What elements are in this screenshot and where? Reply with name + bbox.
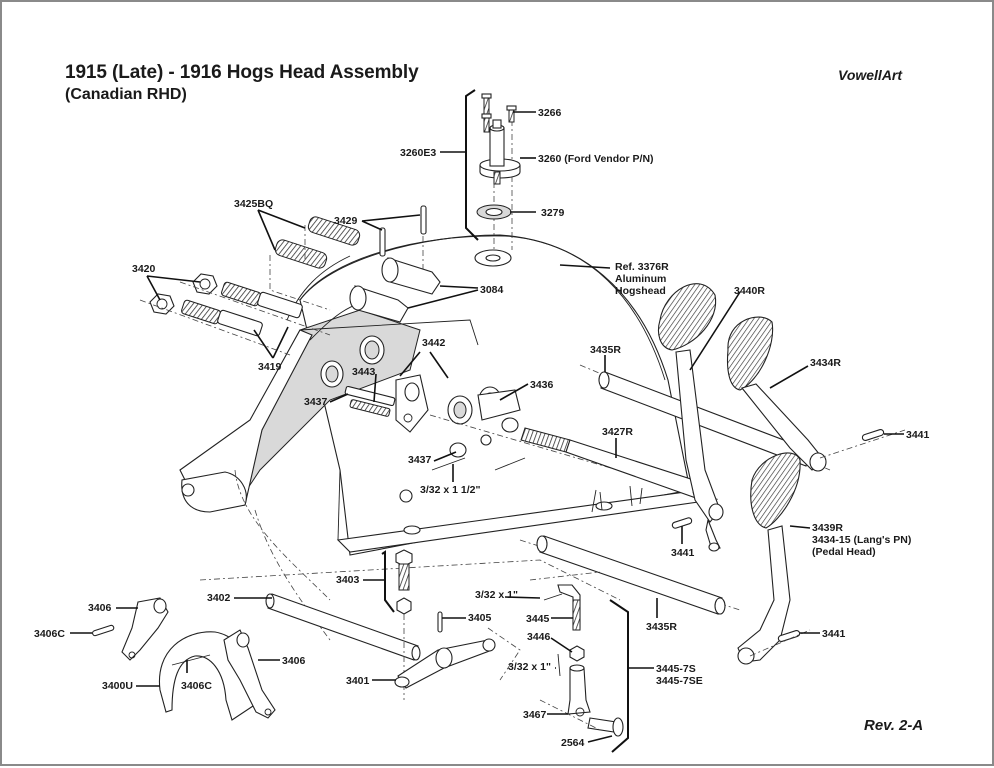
diagram-title: 1915 (Late) - 1916 Hogs Head Assembly xyxy=(65,62,419,83)
label-3445-7S: 3445-7S xyxy=(656,663,696,675)
part-3440R-pedal xyxy=(657,283,724,552)
label-3434R: 3434R xyxy=(810,357,841,369)
part-cotter-pins xyxy=(431,457,526,471)
part-2564-clevis-pin xyxy=(587,717,624,737)
part-cotter-3-32x1 xyxy=(529,571,601,731)
label-3401: 3401 xyxy=(346,675,370,687)
diagram-subtitle: (Canadian RHD) xyxy=(65,86,187,103)
label-3260: 3260 (Ford Vendor P/N) xyxy=(538,153,654,165)
part-3446-nut xyxy=(569,645,585,662)
part-3401-lever xyxy=(394,627,521,689)
label-3405: 3405 xyxy=(468,612,492,624)
label-3446: 3446 xyxy=(527,631,551,643)
label-3266: 3266 xyxy=(538,107,562,119)
revision-label: Rev. 2-A xyxy=(864,717,924,734)
label-3437-top: 3437 xyxy=(304,396,328,408)
label-3260E3: 3260E3 xyxy=(400,147,436,159)
label-3406C-mid: 3406C xyxy=(181,680,212,692)
label-3419: 3419 xyxy=(258,361,282,373)
part-3266-screws xyxy=(481,93,517,133)
label-3443: 3443 xyxy=(352,366,376,378)
part-3279-gasket xyxy=(476,204,512,220)
label-pedal-head: (Pedal Head) xyxy=(812,546,876,558)
part-3445-rod xyxy=(557,584,581,631)
label-3445: 3445 xyxy=(526,613,550,625)
label-3406-left: 3406 xyxy=(88,602,112,614)
part-3429-pins xyxy=(379,205,427,275)
label-pin-3-32x1-1-2: 3/32 x 1 1/2" xyxy=(420,484,480,496)
leader-lines xyxy=(70,89,904,753)
hogshead-housing xyxy=(179,234,714,641)
label-3437-bottom: 3437 xyxy=(408,454,432,466)
part-3084-adjusters xyxy=(349,257,441,323)
label-3406-right: 3406 xyxy=(282,655,306,667)
label-ref-3376R: Ref. 3376R xyxy=(615,261,669,273)
part-3406-fork-left xyxy=(121,597,169,661)
label-3440R: 3440R xyxy=(734,285,765,297)
label-3084: 3084 xyxy=(480,284,504,296)
label-pin-3-32x1-bottom: 3/32 x 1" xyxy=(508,661,551,673)
label-pin-3-32x1-top: 3/32 x 1" xyxy=(475,589,518,601)
part-3420-nuts xyxy=(149,273,218,315)
hogshead-top-boss xyxy=(474,249,512,267)
label-3425BQ: 3425BQ xyxy=(234,198,273,210)
part-3434R-pedal xyxy=(726,316,827,472)
part-3467-clevis xyxy=(567,664,591,717)
part-3419-studs xyxy=(139,281,331,356)
part-3406C-pin-left xyxy=(92,624,115,637)
label-3467: 3467 xyxy=(523,709,547,721)
part-3439R-pedal xyxy=(737,452,801,665)
label-3441-bottom: 3441 xyxy=(822,628,846,640)
label-3427R: 3427R xyxy=(602,426,633,438)
part-3260-cover-plate xyxy=(479,119,521,258)
part-3425BQ-springs xyxy=(269,216,361,311)
label-aluminum: Aluminum xyxy=(615,273,666,285)
label-3402: 3402 xyxy=(207,592,231,604)
part-3403-bolt-nut xyxy=(395,549,413,700)
label-3403: 3403 xyxy=(336,574,360,586)
part-3405-pin xyxy=(437,611,443,633)
label-3445-7SE: 3445-7SE xyxy=(656,675,703,687)
label-2564: 2564 xyxy=(561,737,585,749)
label-3442: 3442 xyxy=(422,337,446,349)
part-3441-pins xyxy=(671,428,906,657)
label-3441-mid: 3441 xyxy=(671,547,695,559)
label-3435R-bottom: 3435R xyxy=(646,621,677,633)
label-3406C-left: 3406C xyxy=(34,628,65,640)
label-3279: 3279 xyxy=(541,207,565,219)
part-3406-fork-right xyxy=(223,629,276,719)
label-hogshead: Hogshead xyxy=(615,285,666,297)
callout-labels: 3266 3260E3 3260 (Ford Vendor P/N) 3279 … xyxy=(34,107,930,749)
label-3434-15: 3434-15 (Lang's PN) xyxy=(812,534,911,546)
brand-mark: VowellArt xyxy=(838,67,903,83)
label-3429: 3429 xyxy=(334,215,358,227)
label-3436: 3436 xyxy=(530,379,554,391)
label-3441-right: 3441 xyxy=(906,429,930,441)
label-3439R: 3439R xyxy=(812,522,843,534)
label-3420: 3420 xyxy=(132,263,156,275)
part-3435R-shaft-lower xyxy=(519,535,741,615)
label-3435R-top: 3435R xyxy=(590,344,621,356)
label-3400U: 3400U xyxy=(102,680,133,692)
